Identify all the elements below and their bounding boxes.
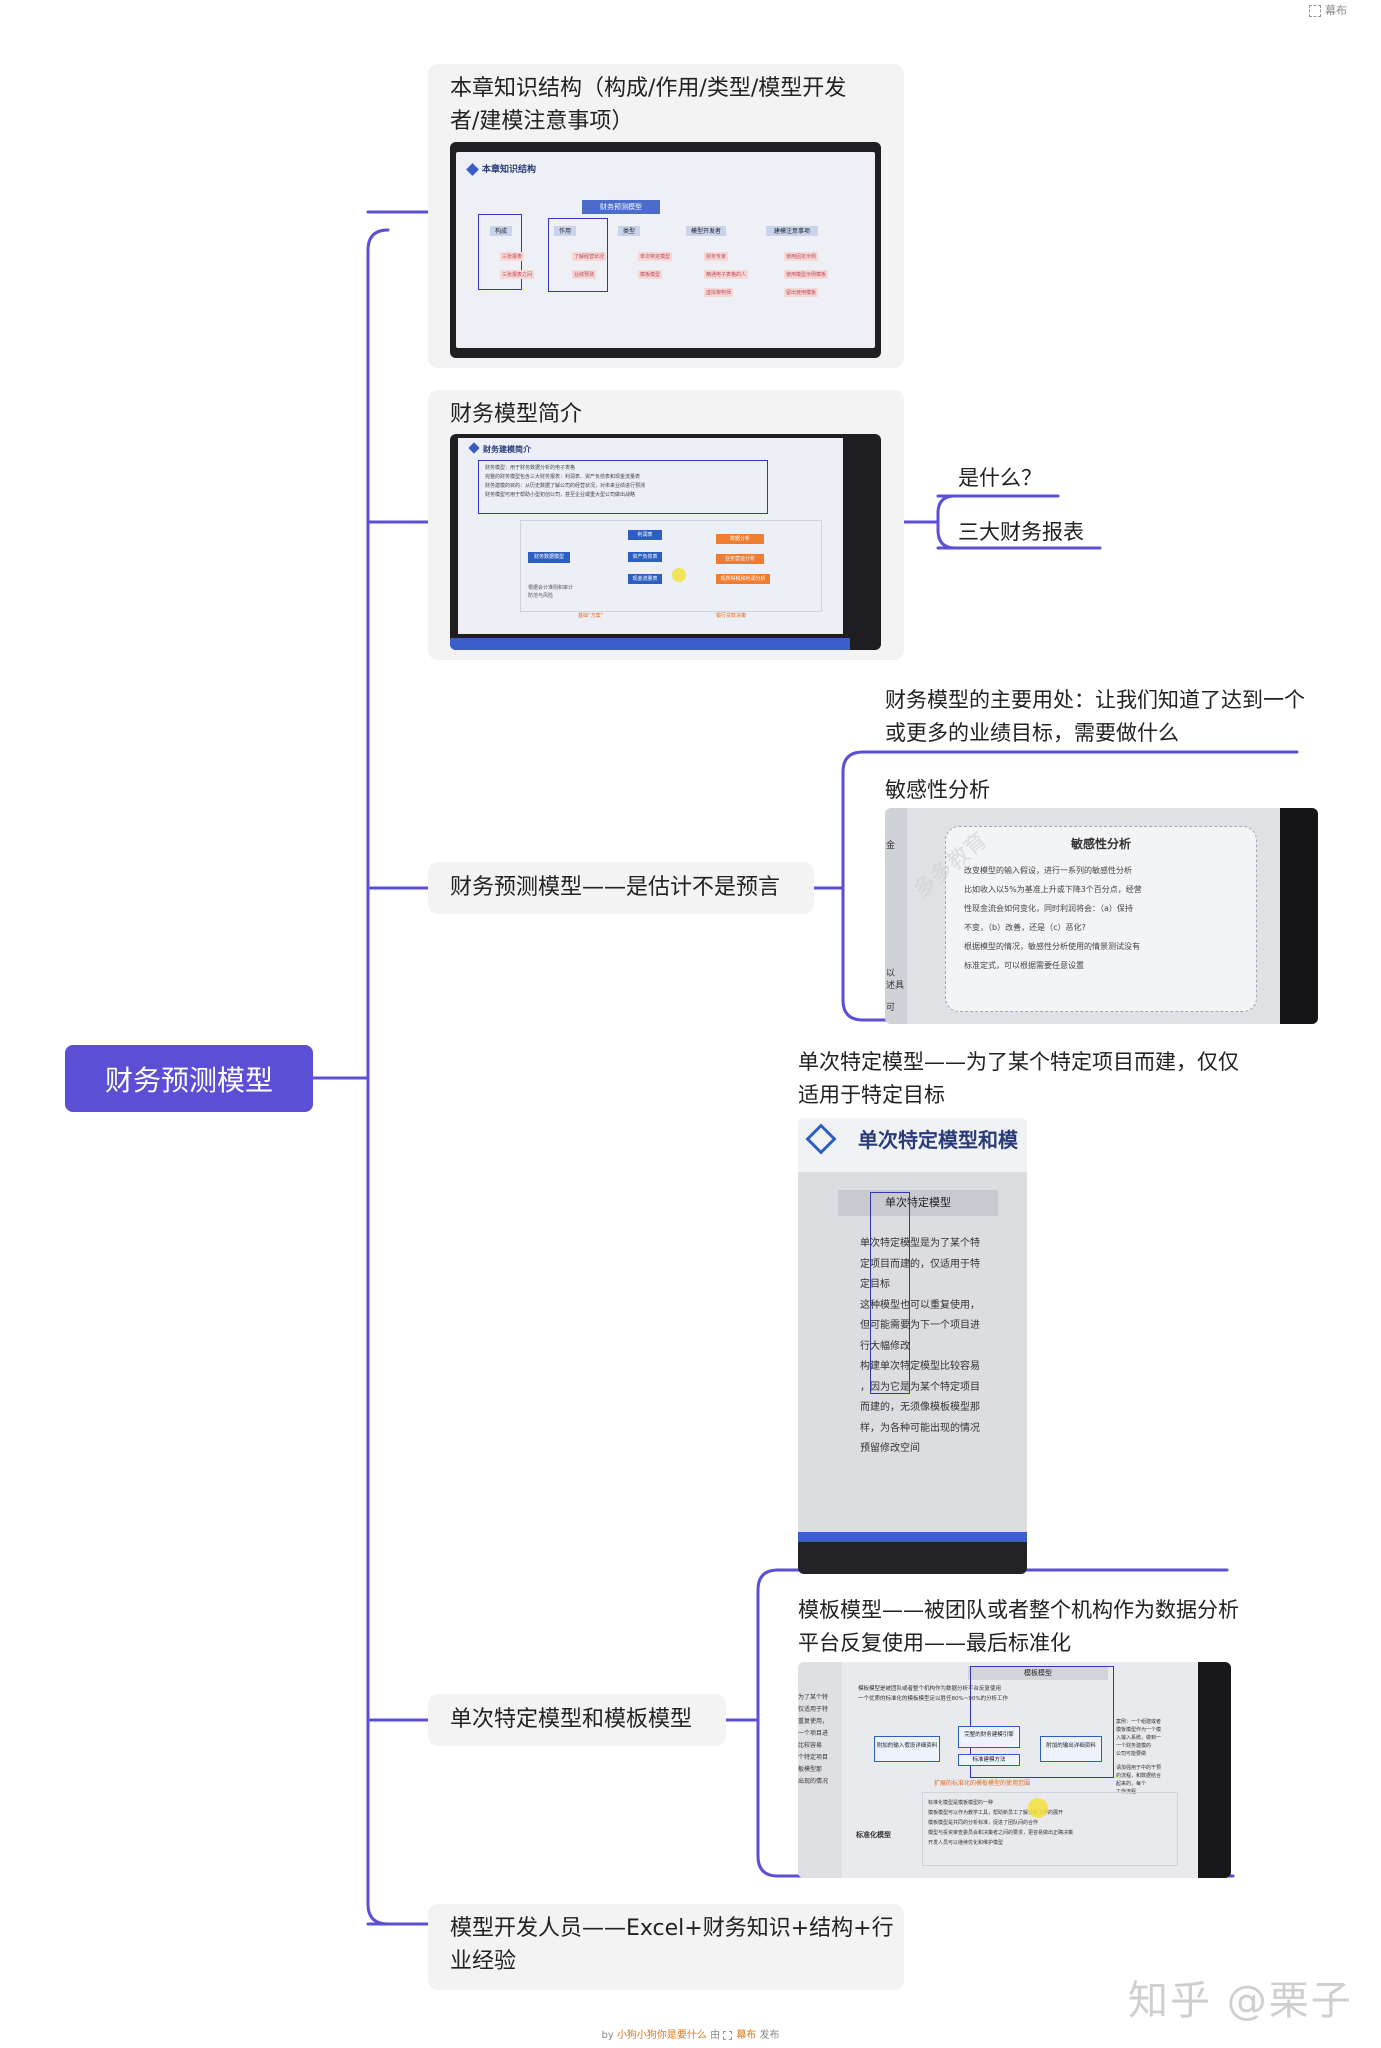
branch-node-knowledge-structure[interactable]: 本章知识结构（构成/作用/类型/模型开发 者/建模注意事项） 本章知识结构 财务… [428, 64, 904, 368]
author-link[interactable]: 小狗小狗你是要什么 [616, 2030, 707, 2041]
sub-label-sensitivity[interactable]: 敏感性分析 [885, 778, 990, 802]
sub-label-main-use[interactable]: 财务模型的主要用处：让我们知道了达到一个 或更多的业绩目标，需要做什么 [885, 688, 1305, 745]
connector-b3-bracket [841, 750, 865, 1022]
image-single-model: 单次特定模型和模 单次特定模型 单次特定模型是为了某个特 定项目而建的，仅适用于… [798, 1118, 1027, 1574]
sub-label-what-is[interactable]: 是什么？ [958, 466, 1042, 490]
zhihu-watermark: 知乎 @栗子 [1128, 1978, 1353, 2024]
brand-link[interactable]: 幕布 [736, 2030, 757, 2041]
brand-icon [723, 2030, 733, 2040]
branch-node-model-intro[interactable]: 财务模型简介 财务建模简介 财务模型：用于财务数据分析的电子表格 完整的财务模型… [428, 390, 904, 660]
connector-b2-fork [936, 494, 957, 550]
node-title: 财务预测模型——是估计不是预言 [450, 875, 781, 900]
image-knowledge-structure: 本章知识结构 财务预测模型 构成 作用 类型 模型开发者 建模注意事项 三张报表… [450, 142, 881, 358]
brand-icon [1309, 5, 1321, 17]
sub-label-template-model[interactable]: 模板模型——被团队或者整个机构作为数据分析 平台反复使用——最后标准化 [798, 1598, 1239, 1655]
brand-badge[interactable]: 幕布 [1309, 2, 1347, 18]
branch-node-model-developer[interactable]: 模型开发人员——Excel+财务知识+结构+行 业经验 [428, 1904, 904, 1990]
sub-label-single-model[interactable]: 单次特定模型——为了某个特定项目而建，仅仅 适用于特定目标 [798, 1050, 1239, 1107]
image-sensitivity-analysis: 金 以 述具 可 敏感性分析 改变模型的输入假设，进行一系列的敏感性分析 比如收… [885, 808, 1318, 1024]
sub-label-three-statements[interactable]: 三大财务报表 [958, 520, 1084, 544]
node-title: 本章知识结构（构成/作用/类型/模型开发 者/建模注意事项） [450, 76, 847, 134]
branch-node-forecast-model[interactable]: 财务预测模型——是估计不是预言 [428, 862, 814, 914]
image-model-intro: 财务建模简介 财务模型：用于财务数据分析的电子表格 完整的财务模型包含三大财务报… [450, 434, 881, 650]
connector-trunk [366, 228, 390, 1926]
connector-b4-bracket [756, 1568, 780, 1878]
node-title: 单次特定模型和模板模型 [450, 1707, 693, 1732]
image-template-model: 为了某个特 仅适用于特 重复使用， 一个项目进 比较容易 个特定项目 板模型那 … [798, 1662, 1231, 1878]
footer-credit: by 小狗小狗你是要什么 由 幕布 发布 [601, 2030, 780, 2041]
node-title: 财务模型简介 [450, 402, 583, 427]
node-title: 模型开发人员——Excel+财务知识+结构+行 业经验 [450, 1916, 894, 1974]
root-node[interactable]: 财务预测模型 [65, 1045, 313, 1112]
branch-node-single-vs-template[interactable]: 单次特定模型和模板模型 [428, 1694, 726, 1746]
